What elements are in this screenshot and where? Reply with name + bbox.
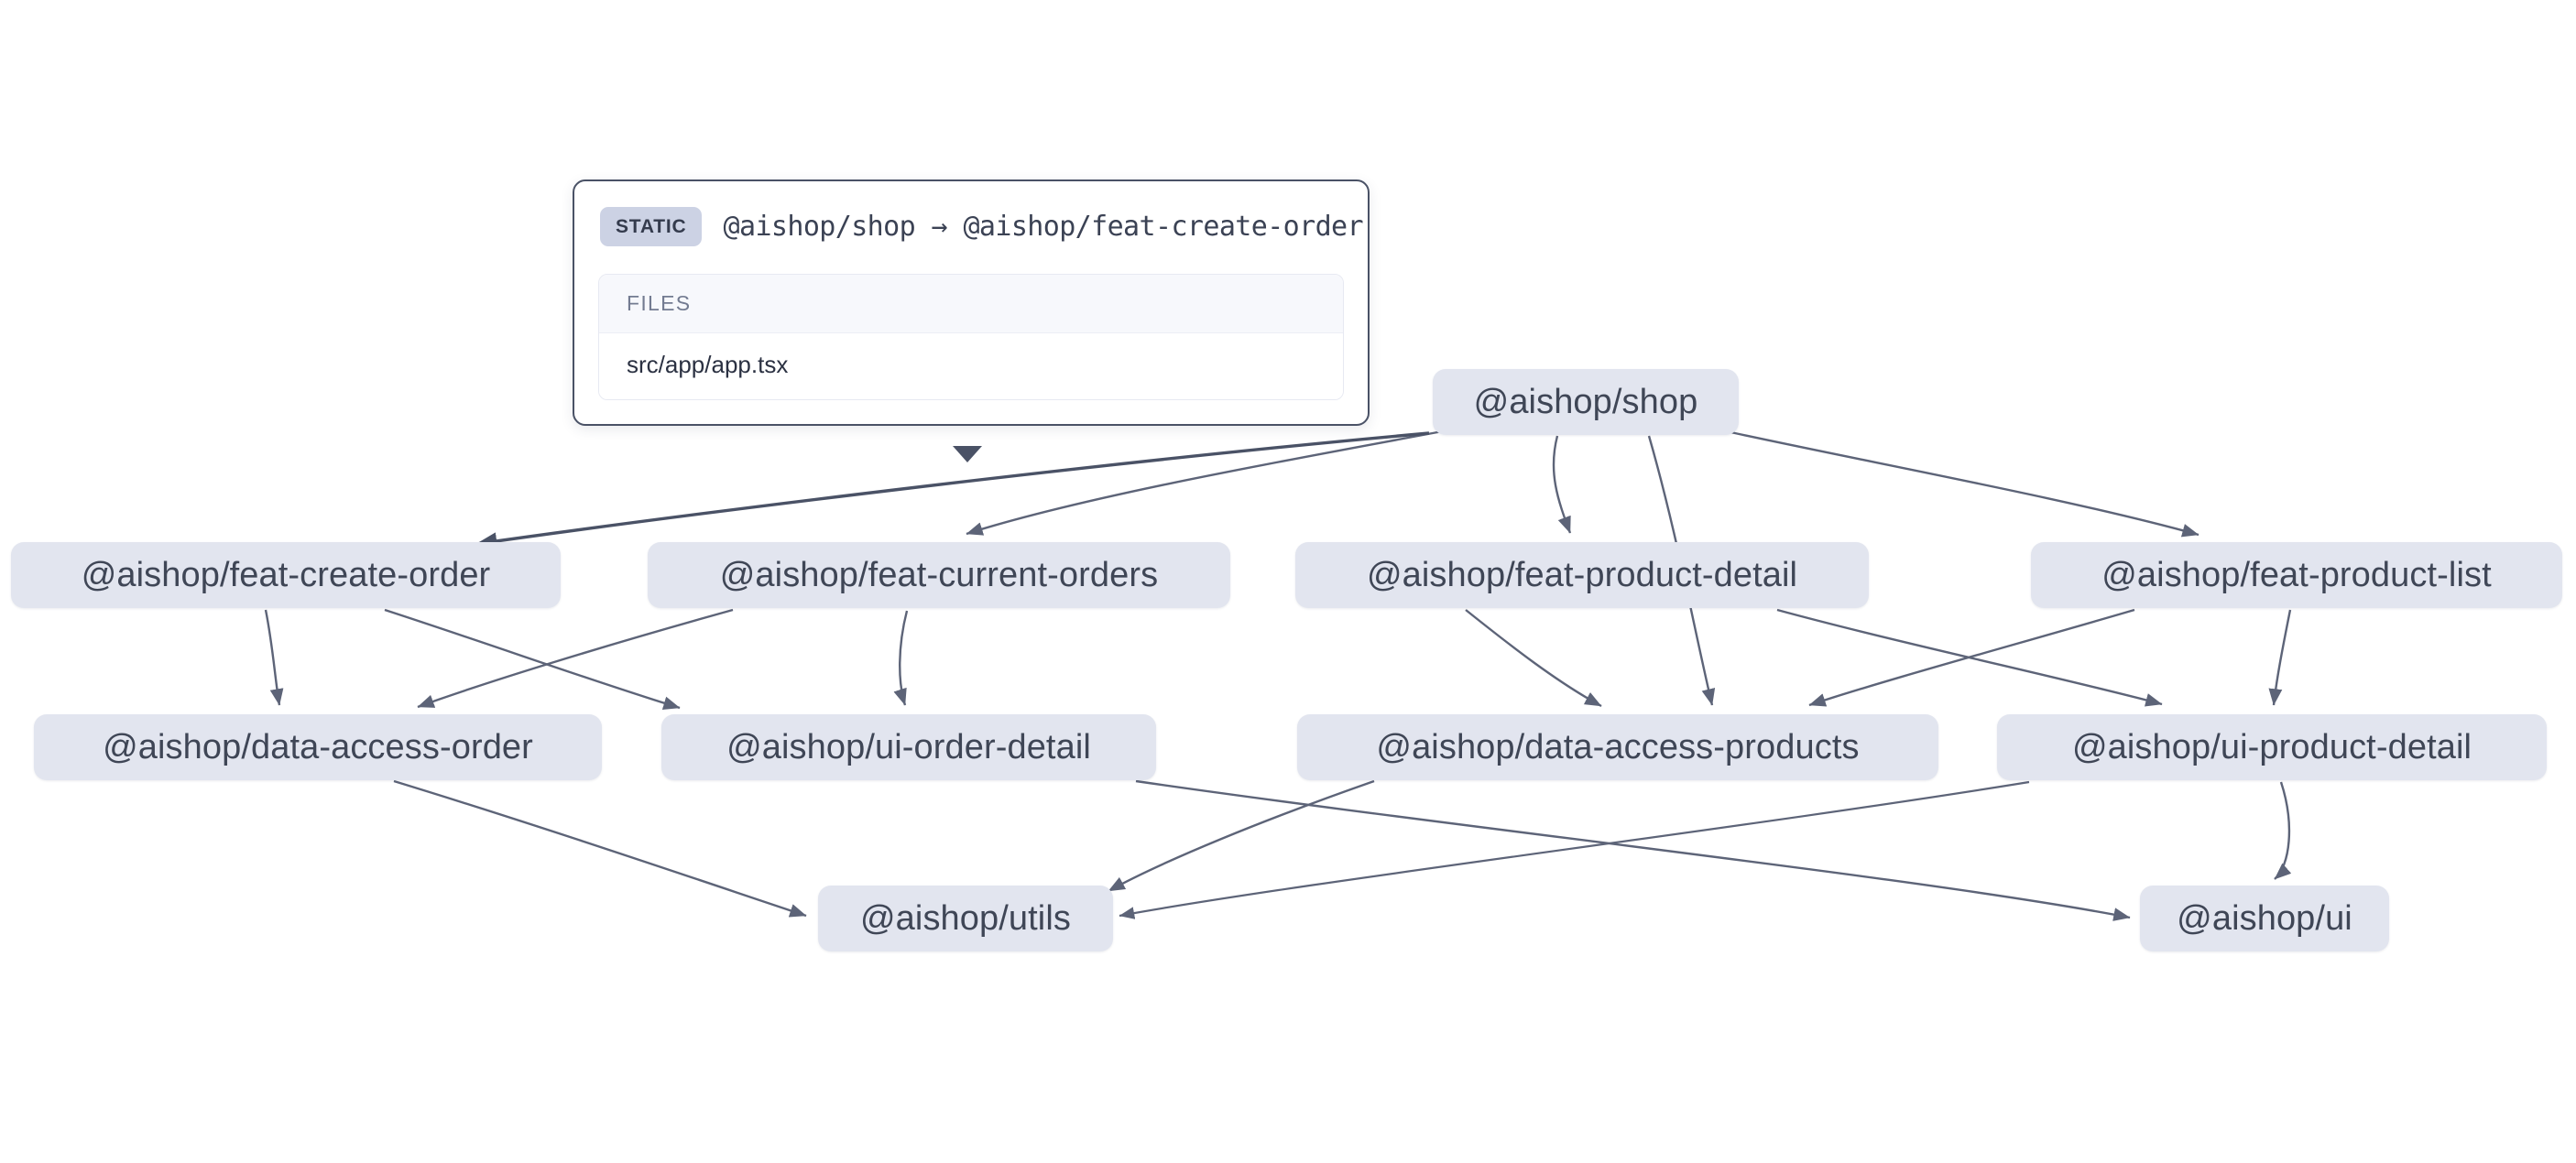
graph-node-aishop-utils[interactable]: @aishop/utils <box>818 886 1113 951</box>
graph-node-label: @aishop/feat-product-detail <box>1366 555 1798 594</box>
edge-feat-current-orders-to-ui-order-detail <box>893 610 909 706</box>
tooltip-title: @aishop/shop → @aishop/feat-create-order <box>723 211 1364 243</box>
tooltip-caret-icon <box>953 446 982 462</box>
graph-node-label: @aishop/ui <box>2177 898 2352 938</box>
graph-node-aishop-shop[interactable]: @aishop/shop <box>1433 369 1739 435</box>
edge-detail-tooltip[interactable]: STATIC @aishop/shop → @aishop/feat-creat… <box>573 179 1370 426</box>
files-section-header: FILES <box>599 275 1343 333</box>
edge-feat-product-detail-to-data-access-products <box>1465 609 1602 708</box>
tooltip-header: STATIC @aishop/shop → @aishop/feat-creat… <box>598 201 1364 250</box>
graph-node-label: @aishop/ui-product-detail <box>2071 727 2472 766</box>
graph-node-label: @aishop/feat-product-list <box>2101 555 2492 594</box>
graph-node-aishop-ui-product-detail[interactable]: @aishop/ui-product-detail <box>1997 714 2547 780</box>
edge-feat-current-orders-to-data-access-order <box>417 608 734 709</box>
edge-feat-create-order-to-ui-order-detail <box>384 608 681 710</box>
file-list-item[interactable]: src/app/app.tsx <box>599 333 1343 399</box>
graph-node-aishop-feat-product-detail[interactable]: @aishop/feat-product-detail <box>1295 542 1869 608</box>
edge-ui-product-detail-to-ui <box>2274 781 2292 880</box>
graph-node-label: @aishop/utils <box>860 898 1071 938</box>
tooltip-files-panel: FILES src/app/app.tsx <box>598 274 1344 400</box>
edge-ui-order-detail-to-ui <box>1135 779 2131 921</box>
edge-ui-product-detail-to-utils <box>1119 780 2030 919</box>
graph-node-label: @aishop/data-access-products <box>1376 727 1860 766</box>
edge-feat-product-list-to-data-access-products <box>1808 608 2135 707</box>
graph-node-aishop-data-access-products[interactable]: @aishop/data-access-products <box>1297 714 1938 780</box>
graph-node-aishop-ui[interactable]: @aishop/ui <box>2140 886 2389 951</box>
edge-shop-to-feat-product-detail <box>1552 435 1572 534</box>
graph-node-label: @aishop/ui-order-detail <box>726 727 1091 766</box>
graph-node-aishop-feat-create-order[interactable]: @aishop/feat-create-order <box>11 542 561 608</box>
graph-node-aishop-feat-current-orders[interactable]: @aishop/feat-current-orders <box>648 542 1230 608</box>
graph-node-label: @aishop/data-access-order <box>103 727 533 766</box>
graph-node-label: @aishop/feat-create-order <box>81 555 491 594</box>
graph-node-label: @aishop/feat-current-orders <box>719 555 1159 594</box>
graph-node-aishop-data-access-order[interactable]: @aishop/data-access-order <box>34 714 602 780</box>
edge-feat-create-order-to-data-access-order <box>264 609 284 706</box>
edge-feat-product-list-to-ui-product-detail <box>2268 609 2292 706</box>
graph-node-aishop-feat-product-list[interactable]: @aishop/feat-product-list <box>2031 542 2562 608</box>
edge-shop-to-feat-product-list <box>1721 429 2199 538</box>
static-badge: STATIC <box>600 207 702 246</box>
edge-feat-product-detail-to-ui-product-detail <box>1776 608 2163 707</box>
edge-data-access-products-to-utils <box>1108 779 1375 893</box>
graph-node-aishop-ui-order-detail[interactable]: @aishop/ui-order-detail <box>661 714 1156 780</box>
edge-data-access-order-to-utils <box>393 779 807 918</box>
graph-node-label: @aishop/shop <box>1473 382 1698 421</box>
edge-shop-to-feat-current-orders <box>966 429 1448 536</box>
